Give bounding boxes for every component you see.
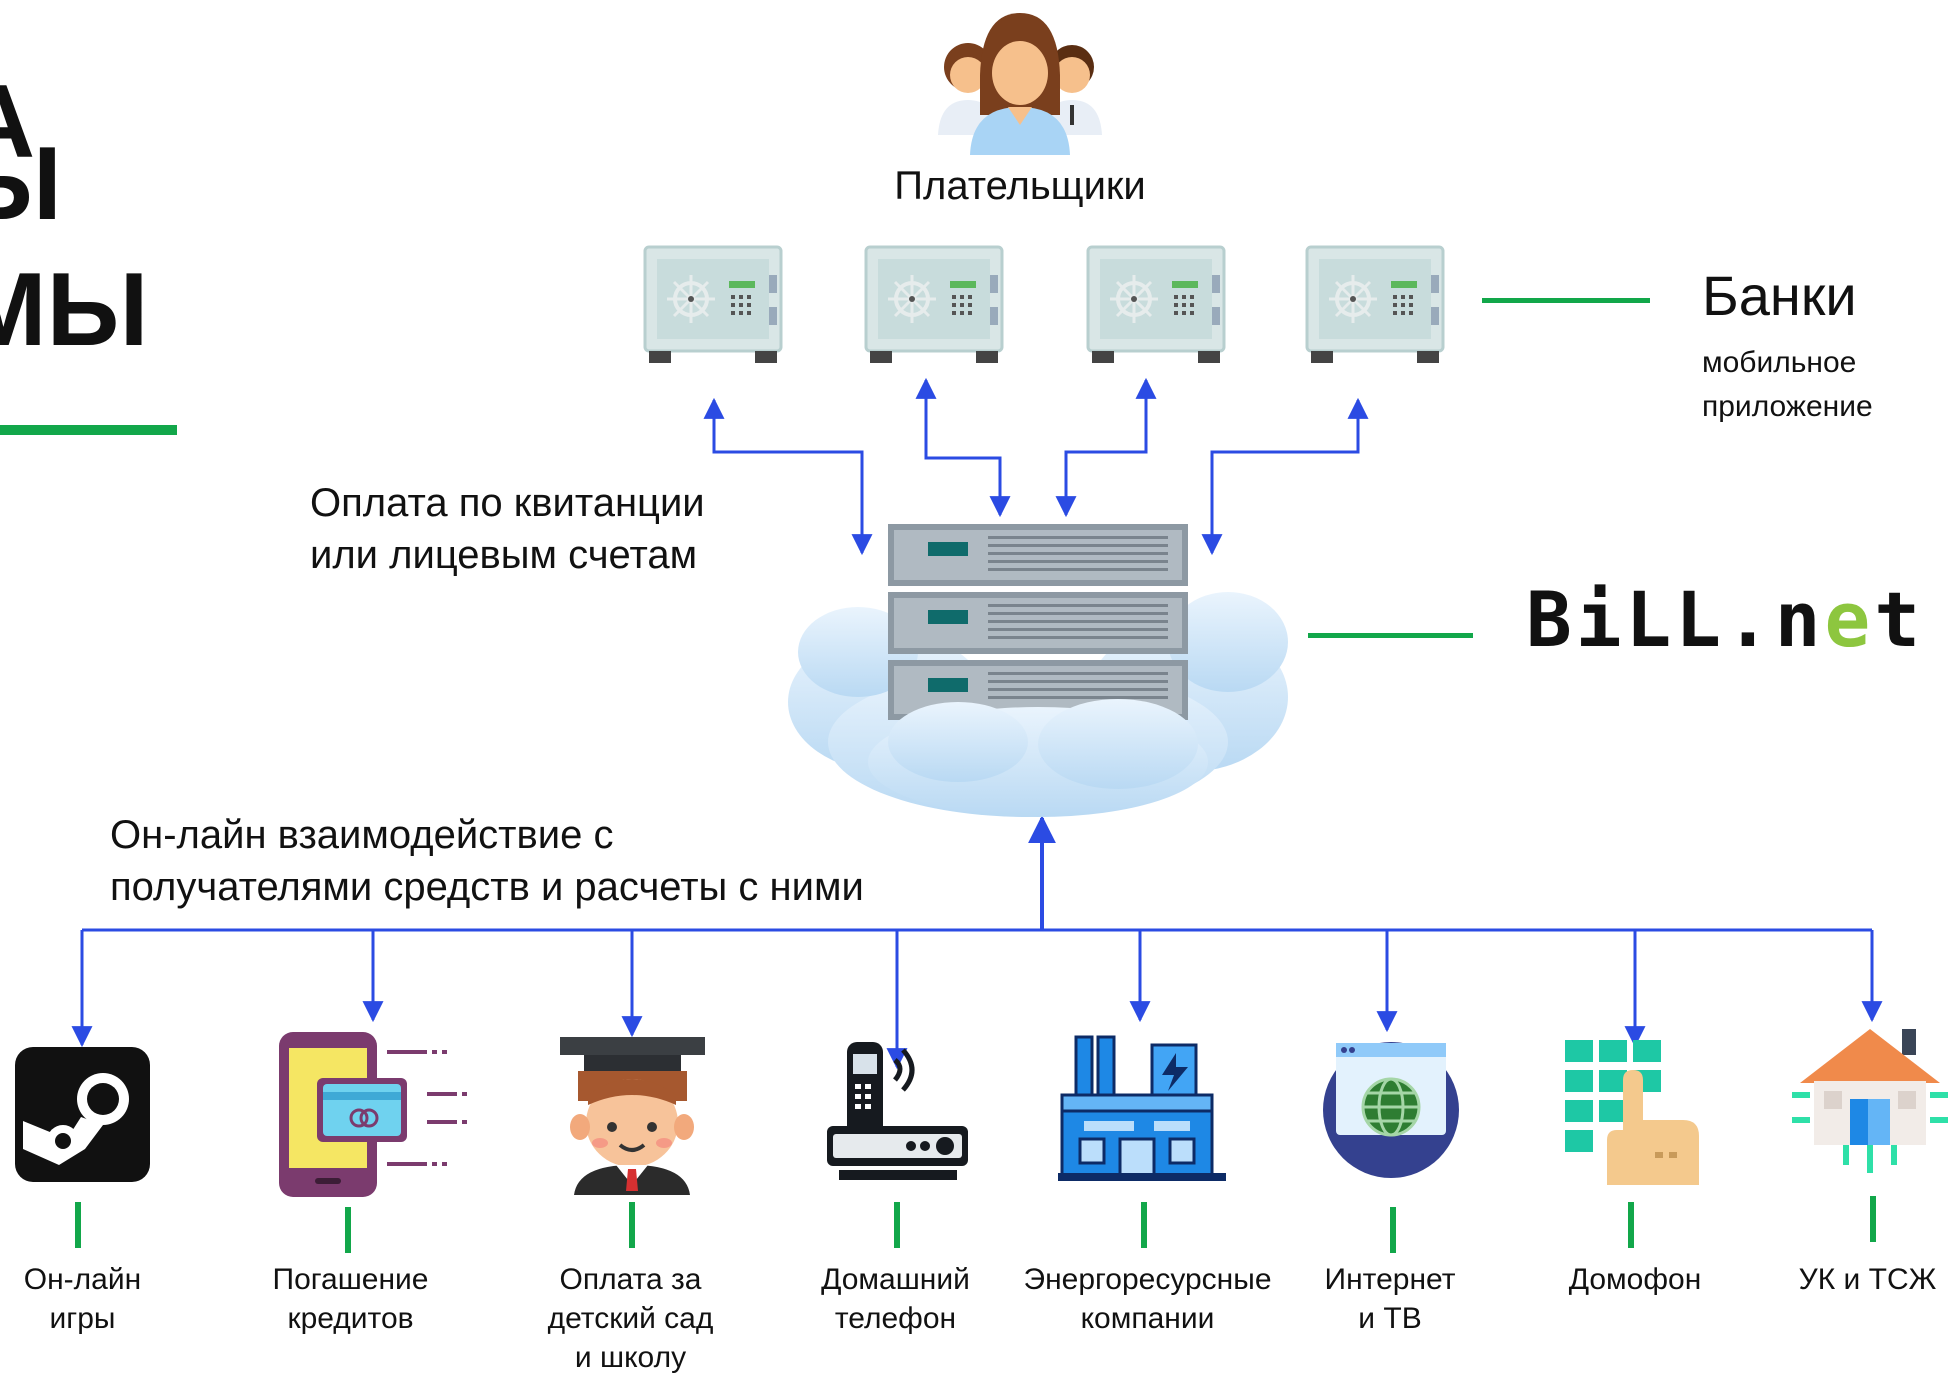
smart-house-icon xyxy=(1792,1029,1948,1173)
bank-safe-icon xyxy=(1305,245,1445,363)
bank-4-link xyxy=(1201,397,1369,556)
title-line-1: А xyxy=(0,70,35,174)
bank-safe-1 xyxy=(643,245,783,370)
banks-subtitle-2: приложение xyxy=(1702,390,1873,423)
people-group-icon xyxy=(938,13,1102,155)
bank-safe-icon xyxy=(1086,245,1226,363)
bank-safe-icon xyxy=(643,245,783,363)
bank-safe-2 xyxy=(864,245,1004,370)
bank-safe-3 xyxy=(1086,245,1226,370)
bank-safe-icon xyxy=(864,245,1004,363)
game-controller-icon xyxy=(15,1047,150,1182)
internet-globe-icon xyxy=(1323,1042,1459,1178)
bank-2-link xyxy=(915,377,1011,518)
online-note-1: Он-лайн взаимодействие с xyxy=(110,813,614,857)
bank-1-link xyxy=(703,397,873,556)
home-phone-icon xyxy=(827,1042,968,1180)
power-plant-icon xyxy=(1058,1035,1226,1181)
logo-text-main: BiLL.n xyxy=(1526,575,1825,664)
billnet-logo: BiLL.net xyxy=(1526,582,1924,658)
logo-text-accent: e xyxy=(1824,575,1875,664)
logo-text-end: t xyxy=(1874,575,1925,664)
online-note-2: получателями средств и расчеты с ними xyxy=(110,865,864,909)
recipient-label-intercom: Домофон xyxy=(1568,1263,1702,1296)
payment-note-2: или лицевым счетам xyxy=(310,533,698,577)
graduate-student-icon xyxy=(560,1037,705,1195)
title-underline xyxy=(0,425,177,435)
payers-label: Плательщики xyxy=(894,164,1146,208)
payment-note-1: Оплата по квитанции xyxy=(310,481,705,525)
bank-3-link xyxy=(1055,377,1157,518)
bank-safe-4 xyxy=(1305,245,1445,370)
server-cloud-icon xyxy=(788,524,1288,817)
banks-subtitle-1: мобильное xyxy=(1702,346,1857,379)
title-line-2: Ы xyxy=(0,126,62,242)
intercom-keypad-icon xyxy=(1565,1040,1699,1185)
title-line-3: МЫ xyxy=(0,252,149,368)
credit-payment-icon xyxy=(279,1032,467,1197)
recipient-label-housing: УК и ТСЖ xyxy=(1798,1263,1937,1296)
banks-title: Банки xyxy=(1702,264,1857,327)
